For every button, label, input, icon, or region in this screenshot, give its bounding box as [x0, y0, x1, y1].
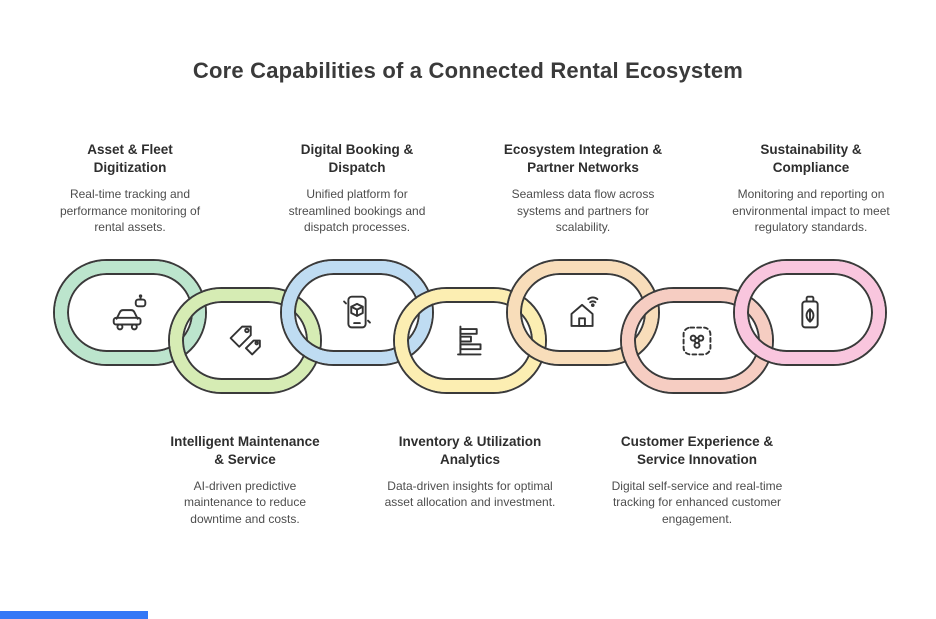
smart-home-icon — [520, 273, 646, 352]
capability-block-asset-fleet: Asset & Fleet Digitization Real-time tra… — [52, 122, 208, 236]
capability-block-customer-experience: Customer Experience & Service Innovation… — [605, 433, 789, 527]
capability-heading: Inventory & Utilization Analytics — [398, 434, 542, 467]
capability-heading: Ecosystem Integration & Partner Networks — [503, 142, 663, 176]
capability-block-digital-booking: Digital Booking & Dispatch Unified platf… — [275, 122, 439, 236]
capability-block-intelligent-maintenance: Intelligent Maintenance & Service AI-dri… — [168, 433, 322, 527]
capability-heading: Customer Experience & Service Innovation — [620, 434, 774, 467]
bottom-accent-bar — [0, 611, 148, 619]
capability-heading: Digital Booking & Dispatch — [300, 142, 414, 176]
capability-description: AI-driven predictive maintenance to redu… — [183, 478, 307, 526]
connected-car-icon — [67, 273, 193, 352]
capability-description: Monitoring and reporting on environmenta… — [732, 187, 890, 235]
chain-link-sustainability — [735, 261, 885, 364]
eco-battery-icon — [747, 273, 873, 352]
price-tags-icon — [182, 301, 308, 380]
capability-heading: Intelligent Maintenance & Service — [170, 434, 320, 467]
service-network-icon — [634, 301, 760, 380]
bar-chart-icon — [407, 301, 533, 380]
capability-description: Real-time tracking and performance monit… — [59, 187, 201, 235]
capability-description: Data-driven insights for optimal asset a… — [384, 478, 556, 510]
page-title: Core Capabilities of a Connected Rental … — [192, 58, 744, 83]
capability-block-sustainability: Sustainability & Compliance Monitoring a… — [723, 122, 899, 236]
capability-description: Digital self-service and real-time track… — [611, 478, 783, 526]
capability-heading: Sustainability & Compliance — [760, 142, 862, 176]
capability-heading: Asset & Fleet Digitization — [87, 142, 173, 176]
capability-description: Unified platform for streamlined booking… — [288, 187, 426, 235]
capability-block-ecosystem-integration: Ecosystem Integration & Partner Networks… — [498, 122, 668, 236]
capability-block-inventory-utilization: Inventory & Utilization Analytics Data-d… — [383, 433, 557, 511]
capability-description: Seamless data flow across systems and pa… — [511, 187, 655, 235]
mobile-booking-icon — [294, 273, 420, 352]
